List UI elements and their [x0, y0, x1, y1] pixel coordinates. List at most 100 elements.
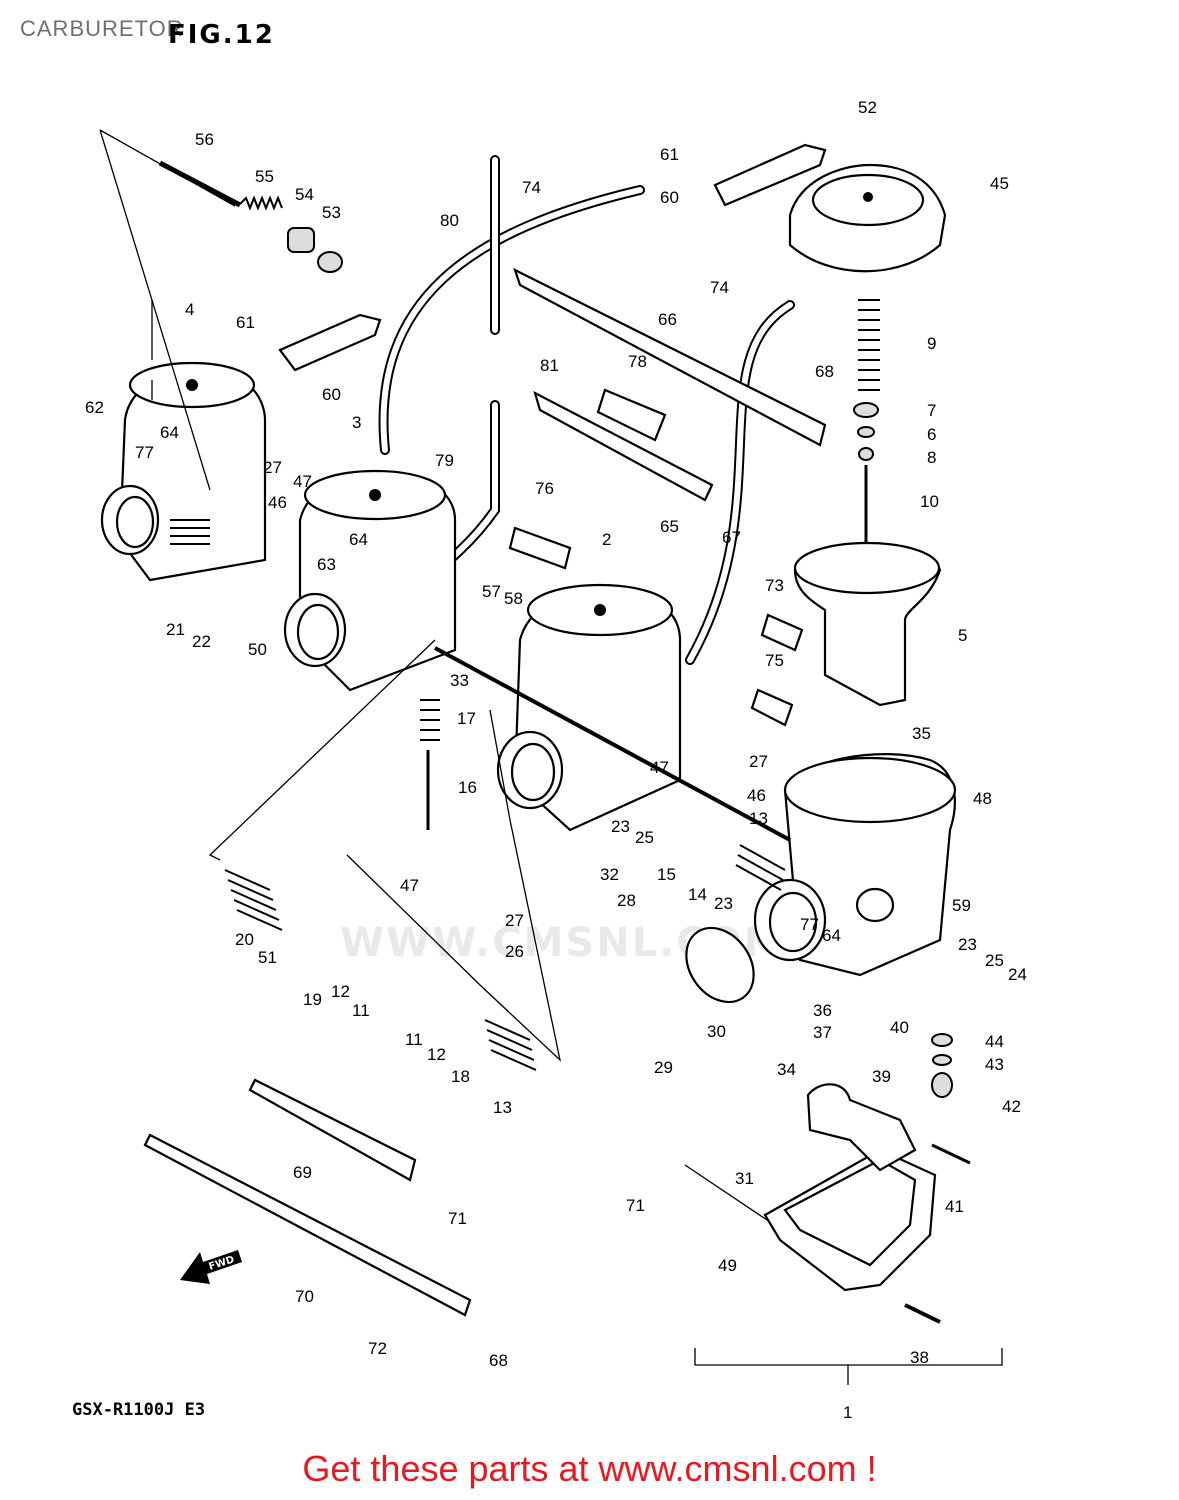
callout-60: 60	[660, 188, 679, 207]
callout-36: 36	[813, 1001, 832, 1020]
callout-7: 7	[927, 401, 936, 420]
callout-27: 27	[749, 752, 768, 771]
callout-71: 71	[448, 1209, 467, 1228]
float-bowl-assembly	[763, 1033, 971, 1324]
callout-9: 9	[927, 334, 936, 353]
callout-13: 13	[749, 809, 768, 828]
callout-61: 61	[236, 313, 255, 332]
callout-61: 61	[660, 145, 679, 164]
callout-10: 10	[920, 492, 939, 511]
model-label: GSX-R1100J E3	[72, 1400, 206, 1420]
callout-65: 65	[660, 517, 679, 536]
callout-35: 35	[912, 724, 931, 743]
callout-17: 17	[457, 709, 476, 728]
callout-51: 51	[258, 948, 277, 967]
callout-29: 29	[654, 1058, 673, 1077]
callout-44: 44	[985, 1032, 1004, 1051]
callout-24: 24	[1008, 965, 1027, 984]
callout-27: 27	[263, 458, 282, 477]
callout-43: 43	[985, 1055, 1004, 1074]
group-brackets	[99, 129, 1003, 1385]
callout-60: 60	[322, 385, 341, 404]
callout-54: 54	[295, 185, 314, 204]
callout-2: 2	[602, 530, 611, 549]
callout-8: 8	[927, 448, 936, 467]
fwd-label: FWD	[208, 1254, 236, 1273]
carburetor-4	[100, 361, 267, 582]
callout-22: 22	[192, 632, 211, 651]
callout-12: 12	[427, 1045, 446, 1064]
callout-12: 12	[331, 982, 350, 1001]
callout-27: 27	[505, 911, 524, 930]
callout-77: 77	[135, 443, 154, 462]
callout-18: 18	[451, 1067, 470, 1086]
callout-32: 32	[600, 865, 619, 884]
callout-4: 4	[185, 300, 194, 319]
callout-3: 3	[352, 413, 361, 432]
callout-66: 66	[658, 310, 677, 329]
callout-25: 25	[635, 828, 654, 847]
callout-16: 16	[458, 778, 477, 797]
callout-63: 63	[317, 555, 336, 574]
callout-25: 25	[985, 951, 1004, 970]
callout-69: 69	[293, 1163, 312, 1182]
callout-53: 53	[322, 203, 341, 222]
callout-71: 71	[626, 1196, 645, 1215]
diagram-title: CARBURETOR	[20, 16, 184, 41]
small-tubes	[508, 388, 804, 727]
callout-74: 74	[710, 278, 729, 297]
callout-76: 76	[535, 479, 554, 498]
callout-58: 58	[504, 589, 523, 608]
callout-74: 74	[522, 178, 541, 197]
plates	[143, 143, 827, 1317]
callout-56: 56	[195, 130, 214, 149]
callout-30: 30	[707, 1022, 726, 1041]
callout-57: 57	[482, 582, 501, 601]
carburetor-2	[496, 583, 682, 832]
callout-34: 34	[777, 1060, 796, 1079]
callout-19: 19	[303, 990, 322, 1009]
callout-47: 47	[650, 758, 669, 777]
callout-11: 11	[352, 1001, 370, 1020]
callout-80: 80	[440, 211, 459, 230]
carburetor-3	[283, 469, 457, 692]
callout-68: 68	[489, 1351, 508, 1370]
callout-62: 62	[85, 398, 104, 417]
callout-37: 37	[813, 1023, 832, 1042]
callout-14: 14	[688, 885, 707, 904]
callout-72: 72	[368, 1339, 387, 1358]
callout-6: 6	[927, 425, 936, 444]
callout-11: 11	[405, 1030, 423, 1049]
callout-15: 15	[657, 865, 676, 884]
callout-26: 26	[505, 942, 524, 961]
callout-42: 42	[1002, 1097, 1021, 1116]
callout-33: 33	[450, 671, 469, 690]
callout-5: 5	[958, 626, 967, 645]
callout-52: 52	[858, 98, 877, 117]
throttle-stop-adjuster	[158, 160, 343, 273]
callout-49: 49	[718, 1256, 737, 1275]
callout-47: 47	[293, 472, 312, 491]
callout-38: 38	[910, 1348, 929, 1367]
callout-20: 20	[235, 930, 254, 949]
callout-23: 23	[958, 935, 977, 954]
callout-50: 50	[248, 640, 267, 659]
callout-78: 78	[628, 352, 647, 371]
cta-link[interactable]: Get these parts at www.cmsnl.com !	[302, 1448, 877, 1489]
figure-number: FIG.12	[168, 20, 275, 50]
callout-70: 70	[295, 1287, 314, 1306]
throttle-springs	[224, 699, 786, 1071]
callout-46: 46	[747, 786, 766, 805]
callout-77: 77	[800, 915, 819, 934]
callout-45: 45	[990, 174, 1009, 193]
carburetor-1	[753, 753, 957, 977]
callout-55: 55	[255, 167, 274, 186]
callout-1: 1	[843, 1403, 852, 1422]
callout-81: 81	[540, 356, 559, 375]
callout-23: 23	[714, 894, 733, 913]
callout-28: 28	[617, 891, 636, 910]
callout-73: 73	[765, 576, 784, 595]
callout-79: 79	[435, 451, 454, 470]
callout-67: 67	[722, 528, 741, 547]
